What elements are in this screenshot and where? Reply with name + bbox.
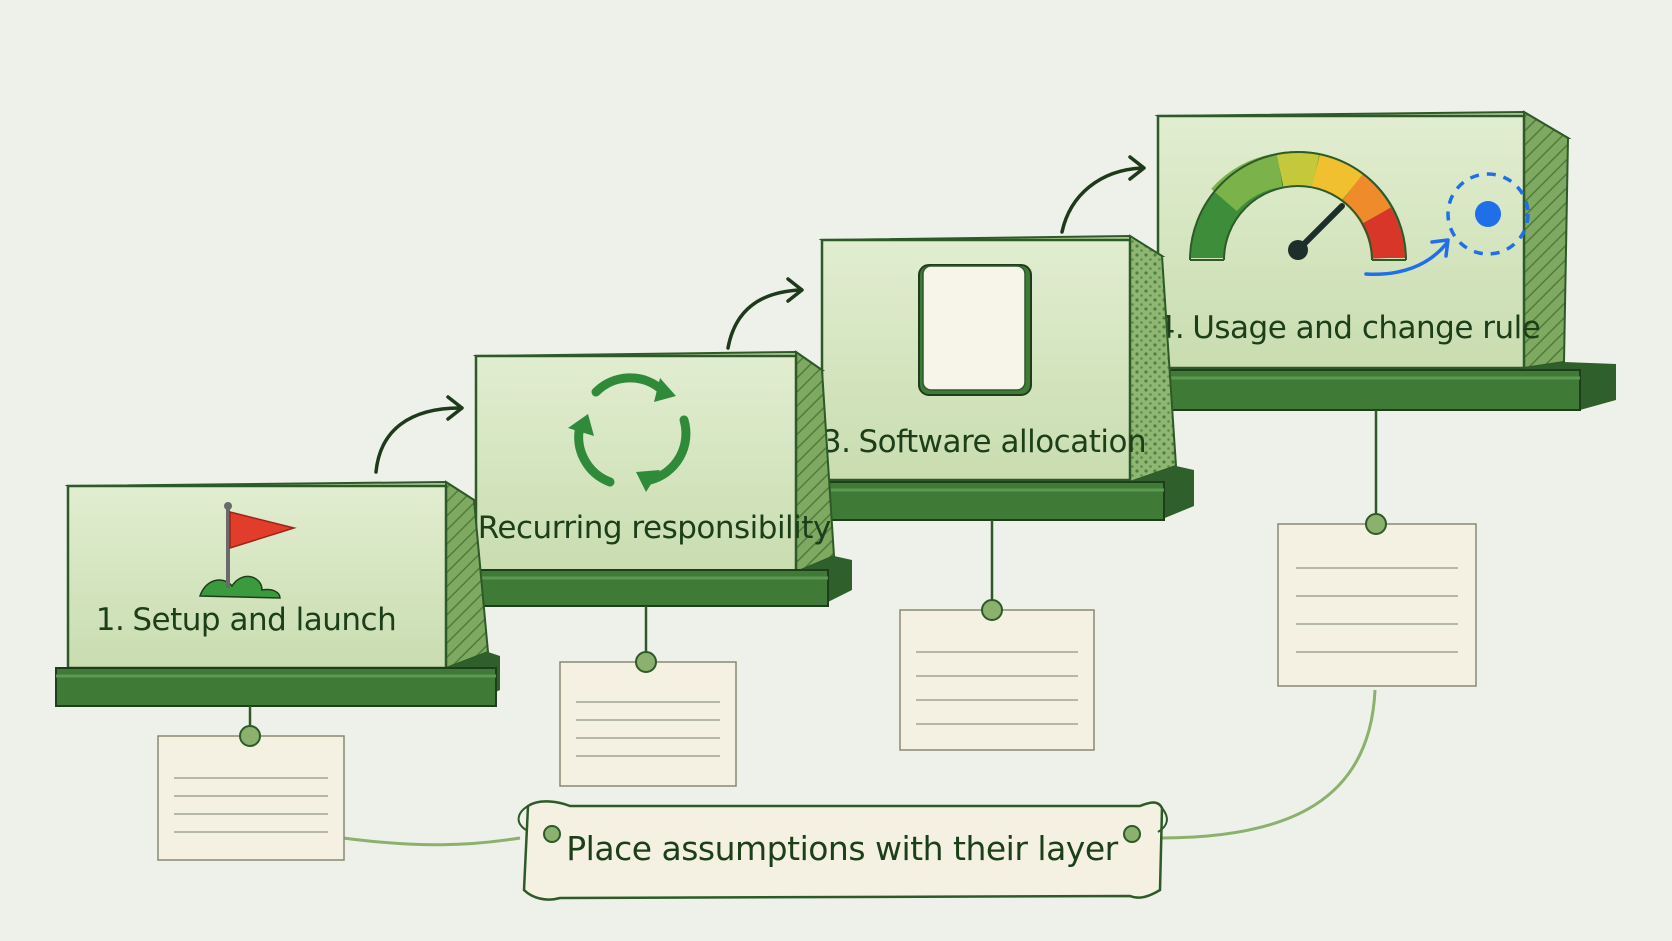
step-1-number: 1. (96, 602, 125, 638)
assumption-note-3 (899, 520, 1095, 751)
step-1-text: Setup and launch (132, 602, 396, 638)
recycle-arrows-icon (568, 373, 691, 492)
assumptions-banner: Place assumptions with their layer (517, 800, 1168, 901)
arrow-step3-to-4 (1060, 155, 1146, 234)
step-4-text: Usage and change rule (1192, 310, 1540, 346)
assumption-note-4 (1277, 410, 1477, 687)
blank-card-icon (918, 264, 1032, 396)
step-4-block (1151, 110, 1616, 411)
red-flag-icon (198, 502, 297, 599)
step-4-label: 4.Usage and change rule (1156, 310, 1541, 346)
step-3-label: 3.Software allocation (822, 424, 1146, 460)
connector-note1-banner (342, 836, 521, 847)
gauge-icon (1189, 151, 1407, 261)
arrow-step2-to-3 (726, 277, 804, 350)
step-2-block (467, 350, 852, 607)
connector-note4-banner (1159, 689, 1377, 840)
step-3-block (813, 234, 1194, 521)
step-2-text: Recurring responsibility (478, 510, 831, 546)
assumption-note-2 (559, 606, 737, 787)
step-3-text: Software allocation (858, 424, 1146, 460)
step-1-block (55, 480, 500, 707)
banner-label: Place assumptions with their layer (566, 829, 1118, 868)
step-2-label: 2.Recurring responsibility (441, 510, 831, 546)
arrow-step1-to-2 (374, 395, 464, 474)
step-1-label: 1.Setup and launch (96, 602, 396, 638)
target-icon (1364, 172, 1530, 276)
assumption-note-1 (157, 706, 345, 861)
